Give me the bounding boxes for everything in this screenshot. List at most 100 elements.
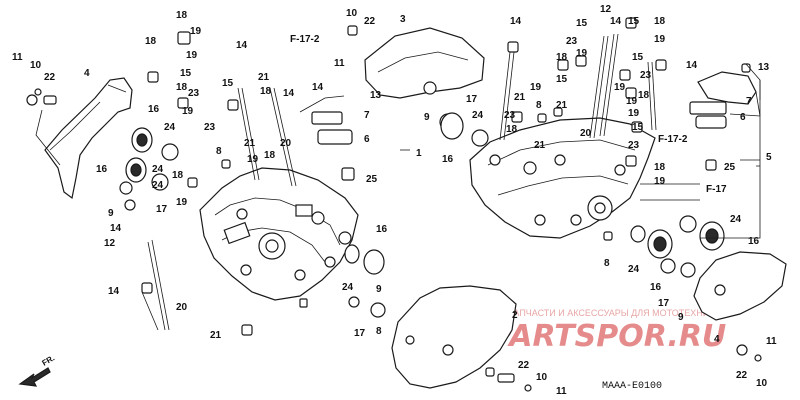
callout-8: 8 xyxy=(376,326,382,337)
head-cover-left-top[interactable] xyxy=(364,27,485,99)
gasket-6-left[interactable] xyxy=(317,129,353,145)
long-bolts-left[interactable] xyxy=(141,87,297,331)
callout-4: 4 xyxy=(714,334,720,345)
cylinder-head-left[interactable] xyxy=(199,167,359,301)
callout-14: 14 xyxy=(108,286,120,297)
nuts-right[interactable] xyxy=(507,17,751,241)
callout-18: 18 xyxy=(145,36,157,47)
callout-7: 7 xyxy=(364,110,370,121)
callout-12: 12 xyxy=(600,4,612,15)
plate-7-left[interactable] xyxy=(311,111,343,125)
watermark-logo: PARTSPOR.RU xyxy=(490,319,726,354)
callout-22: 22 xyxy=(736,370,748,381)
callout-6: 6 xyxy=(364,134,370,145)
callout-19: 19 xyxy=(530,82,542,93)
callout-16: 16 xyxy=(148,104,160,115)
callout-24: 24 xyxy=(472,110,484,121)
callout-18: 18 xyxy=(264,150,276,161)
callout-11: 11 xyxy=(334,58,345,69)
callout-17: 17 xyxy=(658,298,670,309)
callout-1: 1 xyxy=(416,148,422,159)
callout-20: 20 xyxy=(280,138,292,149)
callout-15: 15 xyxy=(576,18,588,29)
callout-15: 15 xyxy=(632,52,644,63)
callout-14: 14 xyxy=(312,82,324,93)
callout-15: 15 xyxy=(180,68,192,79)
callout-15: 15 xyxy=(222,78,234,89)
callout-21: 21 xyxy=(244,138,256,149)
gasket-6-right[interactable] xyxy=(695,115,727,129)
callout-23: 23 xyxy=(204,122,216,133)
callout-20: 20 xyxy=(580,128,592,139)
callout-18: 18 xyxy=(638,90,650,101)
callout-20: 20 xyxy=(176,302,188,313)
callout-6: 6 xyxy=(740,112,746,123)
callout-5: 5 xyxy=(766,152,772,163)
callout-16: 16 xyxy=(376,224,388,235)
callout-19: 19 xyxy=(186,50,198,61)
callout-12: 12 xyxy=(104,238,116,249)
callout-17: 17 xyxy=(466,94,478,105)
callout-9: 9 xyxy=(376,284,382,295)
callout-18: 18 xyxy=(172,170,184,181)
callout-23: 23 xyxy=(628,140,640,151)
callout-16: 16 xyxy=(442,154,454,165)
callout-10: 10 xyxy=(536,372,548,383)
callout-7: 7 xyxy=(746,96,752,107)
cylinder-head-right[interactable] xyxy=(469,117,656,239)
callout-19: 19 xyxy=(614,82,626,93)
callout-10: 10 xyxy=(756,378,768,389)
callout-23: 23 xyxy=(188,88,200,99)
callout-18: 18 xyxy=(654,16,666,27)
callout-24: 24 xyxy=(164,122,176,133)
callout-19: 19 xyxy=(176,197,188,208)
callout-24: 24 xyxy=(342,282,354,293)
head-cover-right-top[interactable] xyxy=(697,71,757,105)
callout-14: 14 xyxy=(110,223,122,234)
cover-guard-left[interactable] xyxy=(44,77,133,200)
diagram-code: MAAA-E0100 xyxy=(602,381,662,392)
callout-21: 21 xyxy=(534,140,546,151)
callout-19: 19 xyxy=(626,96,638,107)
callout-3: 3 xyxy=(400,14,406,25)
callout-15: 15 xyxy=(632,122,644,133)
callout-18: 18 xyxy=(260,86,272,97)
callout-22: 22 xyxy=(44,72,56,83)
callout-24: 24 xyxy=(628,264,640,275)
seal-set-left[interactable] xyxy=(119,127,386,318)
callout-18: 18 xyxy=(506,124,518,135)
callout-14: 14 xyxy=(510,16,522,27)
nuts-left[interactable] xyxy=(141,25,358,336)
callout-21: 21 xyxy=(556,100,568,111)
callout-21: 21 xyxy=(258,72,270,83)
callout-9: 9 xyxy=(424,112,430,123)
callout-11: 11 xyxy=(12,52,23,63)
callout-8: 8 xyxy=(536,100,542,111)
front-arrow-icon: FR. xyxy=(18,353,57,387)
callout-15: 15 xyxy=(628,16,640,27)
bolts-lower[interactable] xyxy=(26,88,532,392)
callout-19: 19 xyxy=(576,48,588,59)
callout-24: 24 xyxy=(152,164,164,175)
head-cover-lower[interactable] xyxy=(391,285,517,389)
callout-16: 16 xyxy=(748,236,760,247)
front-label: FR. xyxy=(41,353,57,367)
cover-guard-right[interactable] xyxy=(693,251,787,321)
long-bolts-right[interactable] xyxy=(499,33,657,141)
seal-set-right[interactable] xyxy=(440,112,725,278)
cap-25-right[interactable] xyxy=(705,159,717,171)
callout-19: 19 xyxy=(628,108,640,119)
callout-labels: 11 10 22 4 18 18 19 19 14 15 18 23 15 21… xyxy=(12,4,777,397)
callout-14: 14 xyxy=(236,40,248,51)
ref-f17-2-left: F-17-2 xyxy=(290,34,320,45)
callout-23: 23 xyxy=(566,36,578,47)
ref-f17-right: F-17 xyxy=(706,184,727,195)
callout-13: 13 xyxy=(370,90,382,101)
callout-11: 11 xyxy=(556,386,567,397)
callout-18: 18 xyxy=(654,162,666,173)
callout-17: 17 xyxy=(354,328,366,339)
callout-22: 22 xyxy=(364,16,376,27)
plate-7-right[interactable] xyxy=(689,101,727,115)
